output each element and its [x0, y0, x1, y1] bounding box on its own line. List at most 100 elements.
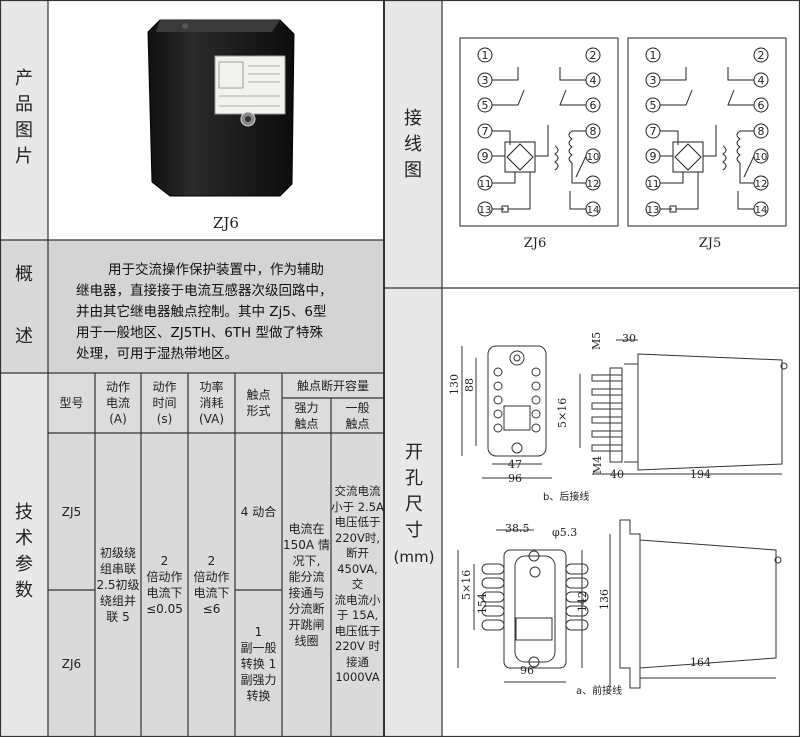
front-knob	[774, 556, 782, 564]
cutout-label-char: 寸	[405, 520, 423, 541]
header-text: 形式	[246, 404, 271, 418]
contact-line	[559, 89, 586, 106]
overview-line: 继电器，直接接于电流互感器次级回路中，	[76, 283, 333, 299]
general-line: 接通	[346, 654, 369, 669]
overview-label-char: 概	[15, 264, 33, 285]
strong-line: 150A 情	[283, 538, 330, 552]
terminal-label: 4	[590, 74, 597, 87]
coil	[554, 145, 559, 171]
terminal-label: 11	[479, 179, 492, 190]
front-side-body	[639, 539, 777, 669]
table-body-bg	[48, 433, 384, 737]
time-value: 2 倍动作 电流下 ≤0.05	[141, 433, 188, 737]
terminal-label: 9	[482, 150, 489, 163]
front-window-frame	[514, 555, 556, 663]
rear-terminal	[493, 367, 503, 377]
wire	[660, 172, 684, 184]
contact-zj6: 1 副一般 转换 1 副强力 转换	[235, 590, 282, 737]
rectifier-diamond	[506, 143, 534, 171]
terminal-label: 9	[650, 150, 657, 163]
wiring-caption-zj6: ZJ6	[523, 236, 547, 251]
dim-5x16-front: 5×16	[460, 569, 473, 600]
cutout-label-char: 开	[405, 442, 423, 463]
strong-value: 电流在 150A 情 况下, 能分流 接通与 分流断 开跳闸 线圈	[282, 433, 331, 737]
terminal-label: 7	[482, 125, 489, 138]
params-label-char: 术	[15, 528, 33, 549]
dim-96-front: 96	[520, 664, 534, 677]
terminal-label: 13	[647, 205, 660, 216]
rear-bottom-screw	[511, 442, 523, 454]
resistor	[669, 205, 677, 213]
params-label-char: 数	[15, 580, 33, 601]
front-stud	[481, 619, 505, 631]
overview-line: 用于一般地区、ZJ5TH、6TH 型做了特殊	[76, 325, 323, 341]
header-general: 一般 触点	[331, 398, 384, 433]
header-power: 功率 消耗 (VA)	[188, 375, 235, 431]
front-stud	[565, 619, 589, 631]
time-line: 电流下	[146, 586, 183, 600]
header-text: 动作	[152, 380, 177, 394]
rear-stud	[591, 388, 623, 396]
current-line: 2.5初级	[96, 578, 140, 592]
terminal-label: 5	[482, 99, 489, 112]
rectifier-bridge	[504, 141, 536, 173]
current-line: 组串联	[99, 562, 136, 576]
header-contact-form: 触点 形式	[235, 375, 282, 431]
contact-line: 转换	[246, 688, 271, 703]
power-value: 2 倍动作 电流下 ≤6	[188, 433, 235, 737]
front-stud	[565, 591, 589, 603]
wire	[660, 172, 699, 210]
dim-130: 130	[448, 374, 461, 395]
rear-side-body	[637, 353, 783, 471]
dim-96-rear: 96	[508, 472, 522, 485]
contact-line	[492, 67, 519, 81]
rear-terminal	[493, 381, 503, 391]
wiring-label-char: 线	[404, 134, 422, 155]
wire	[569, 191, 586, 210]
terminal-label: 5	[650, 99, 657, 112]
terminal-label: 11	[647, 179, 660, 190]
contact-line	[727, 67, 754, 81]
current-value: 初级绕 组串联 2.5初级 绕组并 联 5	[95, 433, 141, 737]
dim-5x16-rear: 5×16	[556, 397, 569, 428]
cutout-label-cell	[384, 288, 442, 737]
dim-164: 164	[690, 656, 711, 669]
rear-side-dim-lines	[579, 339, 782, 475]
header-model-text: 型号	[59, 396, 84, 410]
header-text: 功率	[199, 380, 224, 394]
contact-line: 副强力	[240, 672, 277, 687]
model-zj6: ZJ6	[61, 656, 82, 671]
model-zj5: ZJ5	[61, 504, 82, 519]
wire	[535, 125, 549, 157]
rear-top-screw-center	[513, 354, 521, 362]
header-text: 触点	[345, 416, 370, 431]
product-label-char: 片	[15, 146, 33, 167]
rectifier-diamond	[674, 143, 702, 171]
front-stud	[481, 563, 505, 575]
terminal-label: 6	[590, 99, 597, 112]
terminal-label: 8	[590, 125, 597, 138]
dim-142: 142	[576, 591, 589, 612]
dimension-drawings	[457, 339, 788, 689]
rear-terminal	[493, 395, 503, 405]
overview-label-char: 述	[15, 326, 33, 347]
terminal-label: 2	[758, 49, 765, 62]
overview-line: 并由其它继电器触点控制。其中 Zj5、6型	[76, 304, 327, 320]
strong-line: 分流断	[288, 602, 325, 616]
overview-text-cell	[48, 240, 384, 373]
front-window	[515, 617, 553, 641]
time-line: ≤0.05	[146, 602, 183, 616]
wiring-label: 接 线 图	[393, 106, 433, 184]
general-line: 断开	[346, 546, 369, 561]
contact-line	[727, 89, 754, 106]
overview-line: 用于交流操作保护装置中，作为辅助	[108, 262, 324, 278]
dim-40: 40	[610, 468, 624, 481]
product-caption: ZJ6	[213, 214, 239, 232]
power-line: 倍动作	[193, 570, 230, 584]
dim-47: 47	[508, 458, 522, 471]
wire	[492, 172, 516, 184]
terminal-label: 3	[650, 74, 657, 87]
header-text: (s)	[156, 412, 173, 426]
current-line: 绕组并	[99, 594, 136, 608]
